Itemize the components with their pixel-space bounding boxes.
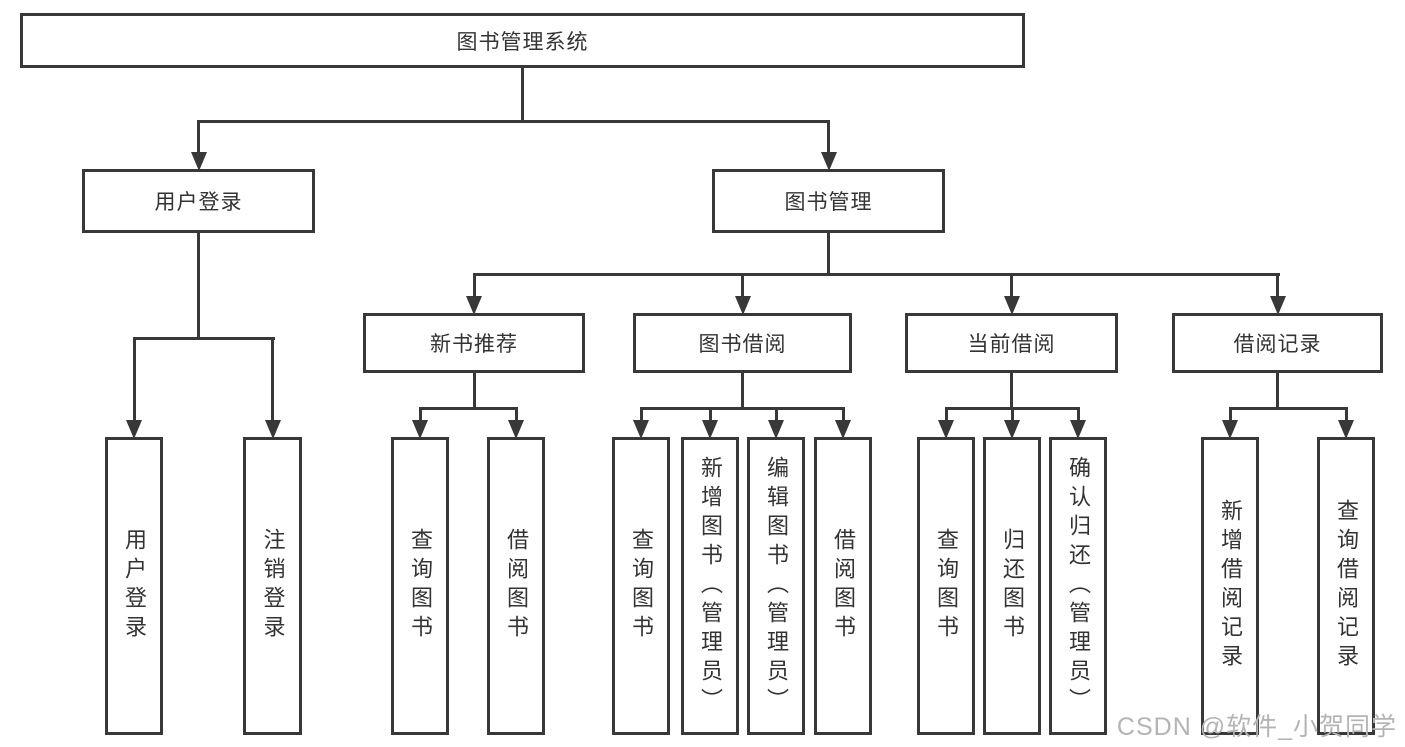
connector-rail xyxy=(640,407,845,410)
node-root: 图书管理系统 xyxy=(20,13,1025,68)
connector-stem xyxy=(197,233,200,340)
connector-drop xyxy=(1276,273,1279,298)
arrow-down-icon xyxy=(768,420,784,439)
connector-stem xyxy=(1276,373,1279,410)
arrow-down-icon xyxy=(1269,296,1286,315)
connector-stem xyxy=(521,68,524,123)
node-label: 新书推荐 xyxy=(430,333,518,356)
node-label: 编辑图书（管理员） xyxy=(764,455,789,717)
connector-stem xyxy=(473,373,476,410)
node-label: 新增借阅记录 xyxy=(1218,499,1243,673)
arrow-down-icon xyxy=(1003,296,1020,315)
node-current-query: 查询图书 xyxy=(917,437,975,735)
node-label: 查询借阅记录 xyxy=(1334,499,1359,673)
node-label: 注销登录 xyxy=(260,528,286,644)
node-label: 用户登录 xyxy=(122,528,147,644)
node-borrow-borrow: 借阅图书 xyxy=(814,437,872,735)
node-label: 当前借阅 xyxy=(967,333,1056,356)
node-login-user: 用户登录 xyxy=(105,437,163,735)
arrow-down-icon xyxy=(1222,420,1238,439)
connector-rail xyxy=(133,337,275,340)
arrow-down-icon xyxy=(1338,420,1354,439)
connector-drop xyxy=(1345,407,1348,422)
connector-drop xyxy=(775,407,778,422)
node-label: 图书管理系统 xyxy=(456,30,589,54)
node-label: 查询图书 xyxy=(629,528,654,644)
connector-stem xyxy=(741,373,744,410)
node-records-query: 查询借阅记录 xyxy=(1317,437,1375,735)
arrow-down-icon xyxy=(938,420,954,439)
node-label: 查询图书 xyxy=(408,528,433,644)
connector-rail xyxy=(473,273,1280,276)
connector-drop xyxy=(515,407,518,422)
node-records-add: 新增借阅记录 xyxy=(1201,437,1259,735)
node-label: 用户登录 xyxy=(154,191,243,214)
connector-drop xyxy=(1011,407,1014,422)
node-rec: 新书推荐 xyxy=(363,313,585,373)
node-borrow-add: 新增图书（管理员） xyxy=(681,437,739,735)
node-label: 确认归还（管理员） xyxy=(1066,455,1091,717)
connector-rail xyxy=(1229,407,1348,410)
connector-drop xyxy=(827,120,830,154)
arrow-down-icon xyxy=(633,420,649,439)
node-login-logout: 注销登录 xyxy=(243,437,302,735)
arrow-down-icon xyxy=(126,420,142,439)
node-rec-borrow: 借阅图书 xyxy=(487,437,545,735)
connector-rail xyxy=(197,120,830,123)
node-borrow: 图书借阅 xyxy=(633,313,852,373)
node-records: 借阅记录 xyxy=(1172,313,1383,373)
connector-drop xyxy=(709,407,712,422)
connector-stem xyxy=(827,233,830,276)
connector-drop xyxy=(842,407,845,422)
node-login: 用户登录 xyxy=(82,169,315,233)
connector-drop xyxy=(945,407,948,422)
arrow-down-icon xyxy=(1070,420,1086,439)
node-label: 图书借阅 xyxy=(698,333,787,356)
connector-drop xyxy=(741,273,744,298)
node-label: 借阅记录 xyxy=(1233,333,1322,356)
connector-stem xyxy=(1010,373,1013,410)
connector-drop xyxy=(271,337,274,422)
connector-drop xyxy=(640,407,643,422)
connector-rail xyxy=(419,407,518,410)
connector-drop xyxy=(419,407,422,422)
arrow-down-icon xyxy=(412,420,428,439)
connector-drop xyxy=(1077,407,1080,422)
arrow-down-icon xyxy=(508,420,524,439)
arrow-down-icon xyxy=(1004,420,1020,439)
node-label: 借阅图书 xyxy=(504,528,529,644)
node-current-return: 归还图书 xyxy=(983,437,1041,735)
node-label: 图书管理 xyxy=(784,191,873,214)
node-borrow-query: 查询图书 xyxy=(612,437,670,735)
arrow-down-icon xyxy=(190,152,207,171)
arrow-down-icon xyxy=(734,296,751,315)
node-borrow-edit: 编辑图书（管理员） xyxy=(747,437,805,735)
arrow-down-icon xyxy=(820,152,837,171)
node-label: 查询图书 xyxy=(934,528,959,644)
node-mgmt: 图书管理 xyxy=(712,169,945,233)
arrow-down-icon xyxy=(702,420,718,439)
node-label: 新增图书（管理员） xyxy=(698,455,723,717)
arrow-down-icon xyxy=(835,420,851,439)
node-rec-query: 查询图书 xyxy=(391,437,449,735)
arrow-down-icon xyxy=(264,420,281,439)
node-current-confirm: 确认归还（管理员） xyxy=(1049,437,1107,735)
arrow-down-icon xyxy=(466,296,482,315)
connector-drop xyxy=(1010,273,1013,298)
connector-drop xyxy=(1229,407,1232,422)
node-label: 归还图书 xyxy=(1000,528,1025,644)
connector-drop xyxy=(473,273,476,298)
connector-drop xyxy=(133,337,136,422)
node-label: 借阅图书 xyxy=(831,528,856,644)
node-current: 当前借阅 xyxy=(905,313,1118,373)
connector-drop xyxy=(197,120,200,154)
watermark: CSDN @软件_小贺同学 xyxy=(1116,713,1397,741)
